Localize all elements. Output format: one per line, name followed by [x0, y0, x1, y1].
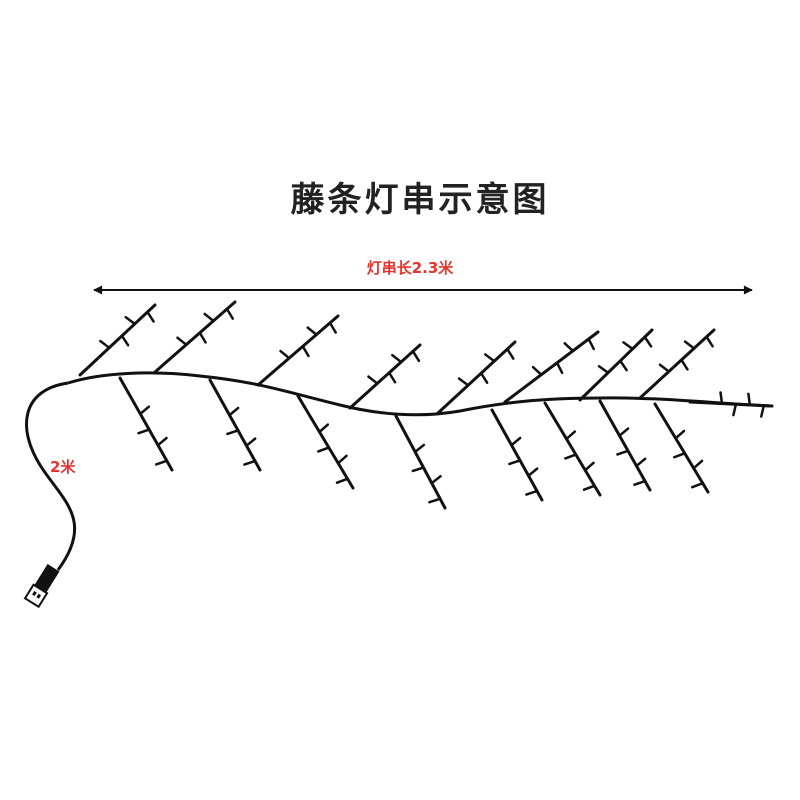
usb-plug-icon	[23, 564, 60, 609]
twig-tick	[531, 365, 543, 376]
twig-tick	[225, 307, 234, 320]
twig-tick	[279, 349, 291, 360]
twig-tick	[156, 436, 168, 447]
twig-tick	[139, 405, 151, 416]
twig-tick	[428, 497, 442, 504]
twig-tick	[391, 353, 403, 364]
twig-tick	[760, 404, 766, 418]
twig-tick	[306, 326, 318, 336]
twig-tick	[564, 453, 578, 460]
twig-tick	[226, 429, 240, 436]
upper-branch	[436, 340, 517, 415]
twig-tick	[527, 467, 539, 477]
upper-branch	[348, 343, 422, 410]
twig-tick	[243, 459, 257, 466]
twig-tick	[413, 443, 426, 454]
twig-tick	[318, 423, 330, 434]
twig-tick	[335, 477, 349, 484]
twig-tick	[692, 459, 704, 470]
twig-tick	[582, 484, 596, 491]
twig-tick	[622, 341, 634, 351]
twig-tick	[430, 474, 442, 485]
twig-tick	[137, 428, 151, 435]
diagram-title: 藤条灯串示意图	[290, 180, 550, 220]
upper-branch	[153, 300, 237, 374]
twig-tick	[120, 334, 130, 347]
twig-tick	[525, 489, 539, 496]
twig-tick	[705, 335, 714, 348]
lower-branch	[598, 399, 652, 492]
twig-tick	[583, 461, 595, 472]
twig-tick	[618, 427, 630, 437]
twig-tick	[317, 446, 331, 453]
twig-tick	[658, 363, 671, 373]
twig-tick	[411, 466, 425, 473]
lower-branch	[296, 394, 355, 490]
twig-tick	[587, 337, 595, 351]
twig-tick	[457, 377, 470, 387]
twig-tick	[245, 437, 257, 447]
lower-branch	[490, 408, 544, 502]
twig-tick	[683, 340, 696, 350]
twig-tick	[732, 402, 738, 417]
vine-branches	[78, 300, 774, 510]
twig-tick	[510, 436, 522, 447]
twig-tick	[508, 459, 522, 466]
twig-tick	[301, 345, 310, 358]
lower-branch	[543, 401, 602, 497]
twig-tick	[146, 310, 155, 323]
upper-branch	[688, 400, 774, 408]
twig-tick	[176, 336, 188, 346]
twig-tick	[336, 454, 348, 465]
twig-tick	[99, 339, 111, 349]
twig-tick	[690, 481, 704, 489]
twig-tick	[228, 406, 240, 417]
lower-branch	[653, 402, 710, 494]
twig-tick	[198, 331, 207, 344]
twig-tick	[643, 335, 653, 348]
twig-tick	[154, 459, 169, 466]
twig-tick	[506, 347, 515, 360]
lower-branch	[208, 378, 262, 472]
upper-branch	[578, 328, 654, 402]
twig-tick	[619, 359, 628, 372]
twig-tick	[203, 312, 215, 323]
twig-tick	[411, 350, 421, 363]
twig-tick	[555, 361, 564, 375]
twig-tick	[672, 452, 686, 459]
lower-branch	[118, 376, 174, 472]
twig-tick	[597, 364, 610, 374]
twig-tick	[563, 342, 575, 353]
twig-tick	[674, 429, 686, 440]
twig-tick	[328, 321, 337, 334]
twig-tick	[616, 449, 630, 456]
twig-tick	[633, 479, 647, 486]
usb-cable	[25, 381, 77, 571]
length-label: 灯串长2.3米	[366, 259, 454, 277]
twig-tick	[747, 392, 752, 407]
upper-branch	[503, 330, 600, 404]
twig-tick	[719, 391, 724, 405]
twig-tick	[565, 430, 577, 441]
cable-length-label: 2米	[50, 458, 76, 476]
upper-branch	[78, 303, 157, 377]
upper-branch	[638, 328, 716, 400]
twig-tick	[124, 315, 136, 326]
twig-tick	[367, 375, 379, 385]
main-vine	[67, 371, 771, 417]
lower-branch	[394, 414, 447, 510]
twig-tick	[484, 353, 496, 363]
twig-tick	[680, 358, 689, 371]
twig-tick	[387, 371, 397, 384]
twig-tick	[479, 371, 489, 384]
twig-tick	[635, 457, 647, 468]
upper-branch	[256, 314, 340, 387]
